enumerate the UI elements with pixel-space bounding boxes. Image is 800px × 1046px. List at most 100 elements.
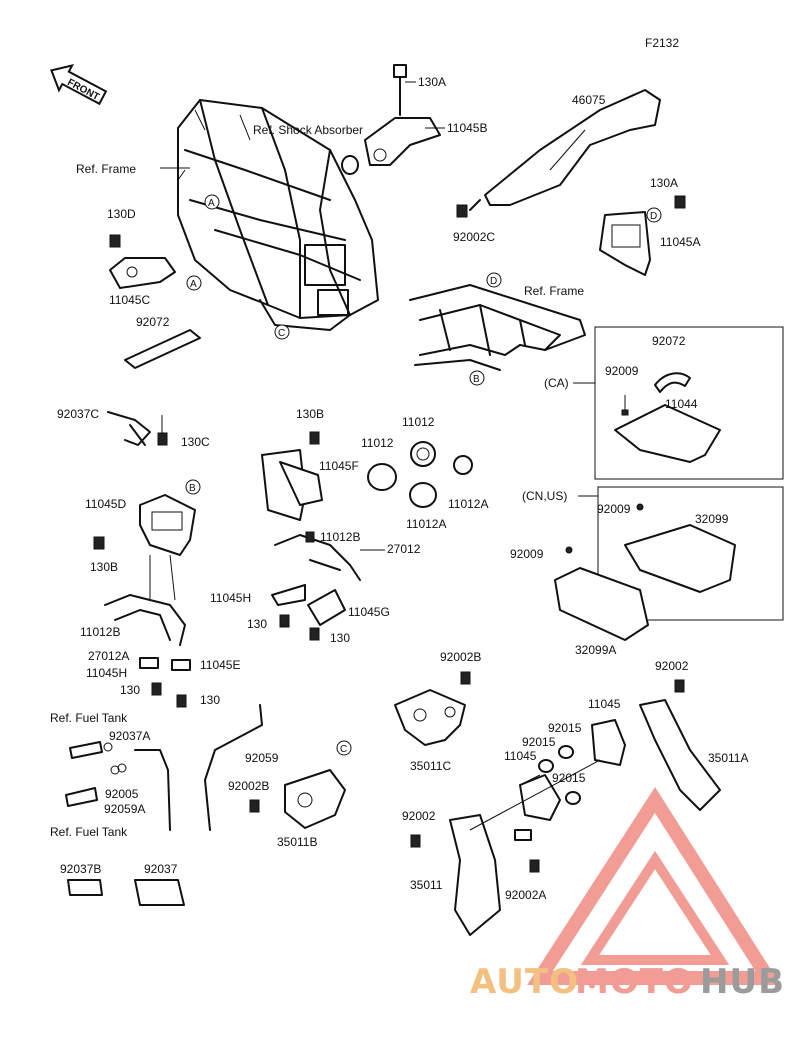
svg-text:AUTO: AUTO	[470, 962, 579, 1002]
grab-rail-46075	[456, 89, 661, 218]
grommets-11012	[367, 441, 473, 508]
marker-b-left: B	[185, 479, 201, 495]
marker-d-right: D	[646, 207, 662, 223]
label-11045f: 11045F	[319, 459, 359, 473]
label-27012a: 27012A	[88, 649, 129, 663]
label-130-mid-l: 130	[247, 617, 267, 631]
label-92002a: 92002A	[505, 888, 546, 902]
svg-text:D: D	[650, 211, 657, 222]
label-11045: 11045	[588, 697, 621, 711]
bracket-35011c	[394, 671, 471, 746]
label-11045c: 11045C	[109, 293, 150, 307]
label-11012-b: 11012	[402, 415, 435, 429]
label-92059: 92059	[245, 751, 279, 765]
label-11045h-left: 11045H	[86, 666, 127, 680]
ref-fuel-tank-label-bottom: Ref. Fuel Tank	[50, 825, 128, 839]
bracket-11045d	[93, 494, 196, 556]
label-11045d: 11045D	[85, 497, 126, 511]
ref-shock-absorber-label: Ref. Shock Absorber	[253, 123, 363, 137]
svg-text:C: C	[340, 744, 347, 755]
label-11045g: 11045G	[348, 605, 390, 619]
ca-parts	[614, 372, 721, 463]
ref-frame-label-top: Ref. Frame	[76, 162, 136, 176]
label-130a-top: 130A	[418, 75, 446, 89]
marker-a-left: A	[186, 275, 202, 291]
automotohub-watermark-logo: AUTO MOTO HUB	[470, 787, 785, 1002]
label-11045b: 11045B	[447, 121, 487, 135]
label-92059a: 92059A	[104, 802, 145, 816]
cn-us-box	[597, 486, 784, 621]
svg-text:A: A	[190, 279, 197, 290]
label-92009-ca: 92009	[605, 364, 639, 378]
label-130-mid-r: 130	[330, 631, 350, 645]
band-92072-left	[124, 329, 201, 369]
figure-code: F2132	[645, 36, 679, 50]
label-92002b-mid: 92002B	[228, 779, 269, 793]
marker-d-mid: D	[486, 272, 502, 288]
label-92037: 92037	[144, 862, 178, 876]
label-11012b-mid: 11012B	[320, 530, 360, 544]
label-32099: 32099	[695, 512, 729, 526]
label-46075: 46075	[572, 93, 606, 107]
label-35011c: 35011C	[410, 759, 451, 773]
label-11044: 11044	[665, 397, 698, 411]
front-arrow-icon: FRONT	[50, 64, 108, 106]
bracket-11045c	[109, 234, 176, 289]
label-92005: 92005	[105, 787, 139, 801]
label-92015-c: 92015	[552, 771, 586, 785]
footpeg-assembly	[410, 679, 721, 936]
ref-fuel-tank-label-top: Ref. Fuel Tank	[50, 711, 128, 725]
ca-box	[594, 326, 784, 480]
svg-text:D: D	[490, 276, 497, 287]
label-92009-low: 92009	[510, 547, 544, 561]
fuel-hoses	[65, 704, 263, 831]
label-35011: 35011	[410, 878, 443, 892]
label-11045-b: 11045	[504, 749, 537, 763]
marker-c-right: C	[336, 740, 352, 756]
label-130d: 130D	[107, 207, 136, 221]
marker-c-frame: C	[274, 324, 290, 340]
clamp-92037c	[107, 411, 168, 446]
cn-us-label: (CN,US)	[522, 489, 567, 503]
label-11012a-r: 11012A	[448, 497, 488, 511]
label-92009-cn: 92009	[597, 502, 631, 516]
svg-text:HUB: HUB	[700, 962, 785, 1002]
label-92037b: 92037B	[60, 862, 101, 876]
label-11045e: 11045E	[200, 658, 240, 672]
label-11045a: 11045A	[660, 235, 700, 249]
label-130-left-b: 130	[200, 693, 220, 707]
svg-text:C: C	[278, 328, 285, 339]
label-92072-ca: 92072	[652, 334, 686, 348]
label-92002c: 92002C	[453, 230, 495, 244]
svg-text:MOTO: MOTO	[575, 962, 694, 1002]
svg-text:A: A	[208, 198, 215, 209]
svg-text:B: B	[189, 483, 196, 494]
label-11012a-b: 11012A	[406, 517, 446, 531]
label-11012b-left: 11012B	[80, 625, 120, 639]
label-11012-a: 11012	[361, 436, 394, 450]
rear-frame-drawing	[409, 284, 586, 371]
label-92002-low: 92002	[402, 809, 436, 823]
label-92002b-top: 92002B	[440, 650, 481, 664]
wiring-27012a	[104, 554, 191, 708]
bracket-35011b	[249, 769, 346, 829]
label-92037a: 92037A	[109, 729, 150, 743]
label-92037c: 92037C	[57, 407, 99, 421]
ref-frame-label-mid: Ref. Frame	[524, 284, 584, 298]
label-92002-right: 92002	[655, 659, 689, 673]
label-130b-left: 130B	[90, 560, 118, 574]
clips-92037	[67, 879, 185, 906]
marker-a-frame: A	[204, 194, 220, 210]
label-130-left-a: 130	[120, 683, 140, 697]
label-35011a: 35011A	[708, 751, 748, 765]
label-11045h-mid: 11045H	[210, 591, 251, 605]
label-32099a: 32099A	[575, 643, 616, 657]
cn-us-parts	[554, 503, 736, 641]
label-92072-left: 92072	[136, 315, 170, 329]
ca-label: (CA)	[544, 376, 569, 390]
marker-b-mid: B	[469, 370, 485, 386]
label-130a-right: 130A	[650, 176, 678, 190]
label-27012-mid: 27012	[387, 542, 421, 556]
bracket-11045b	[341, 64, 441, 175]
